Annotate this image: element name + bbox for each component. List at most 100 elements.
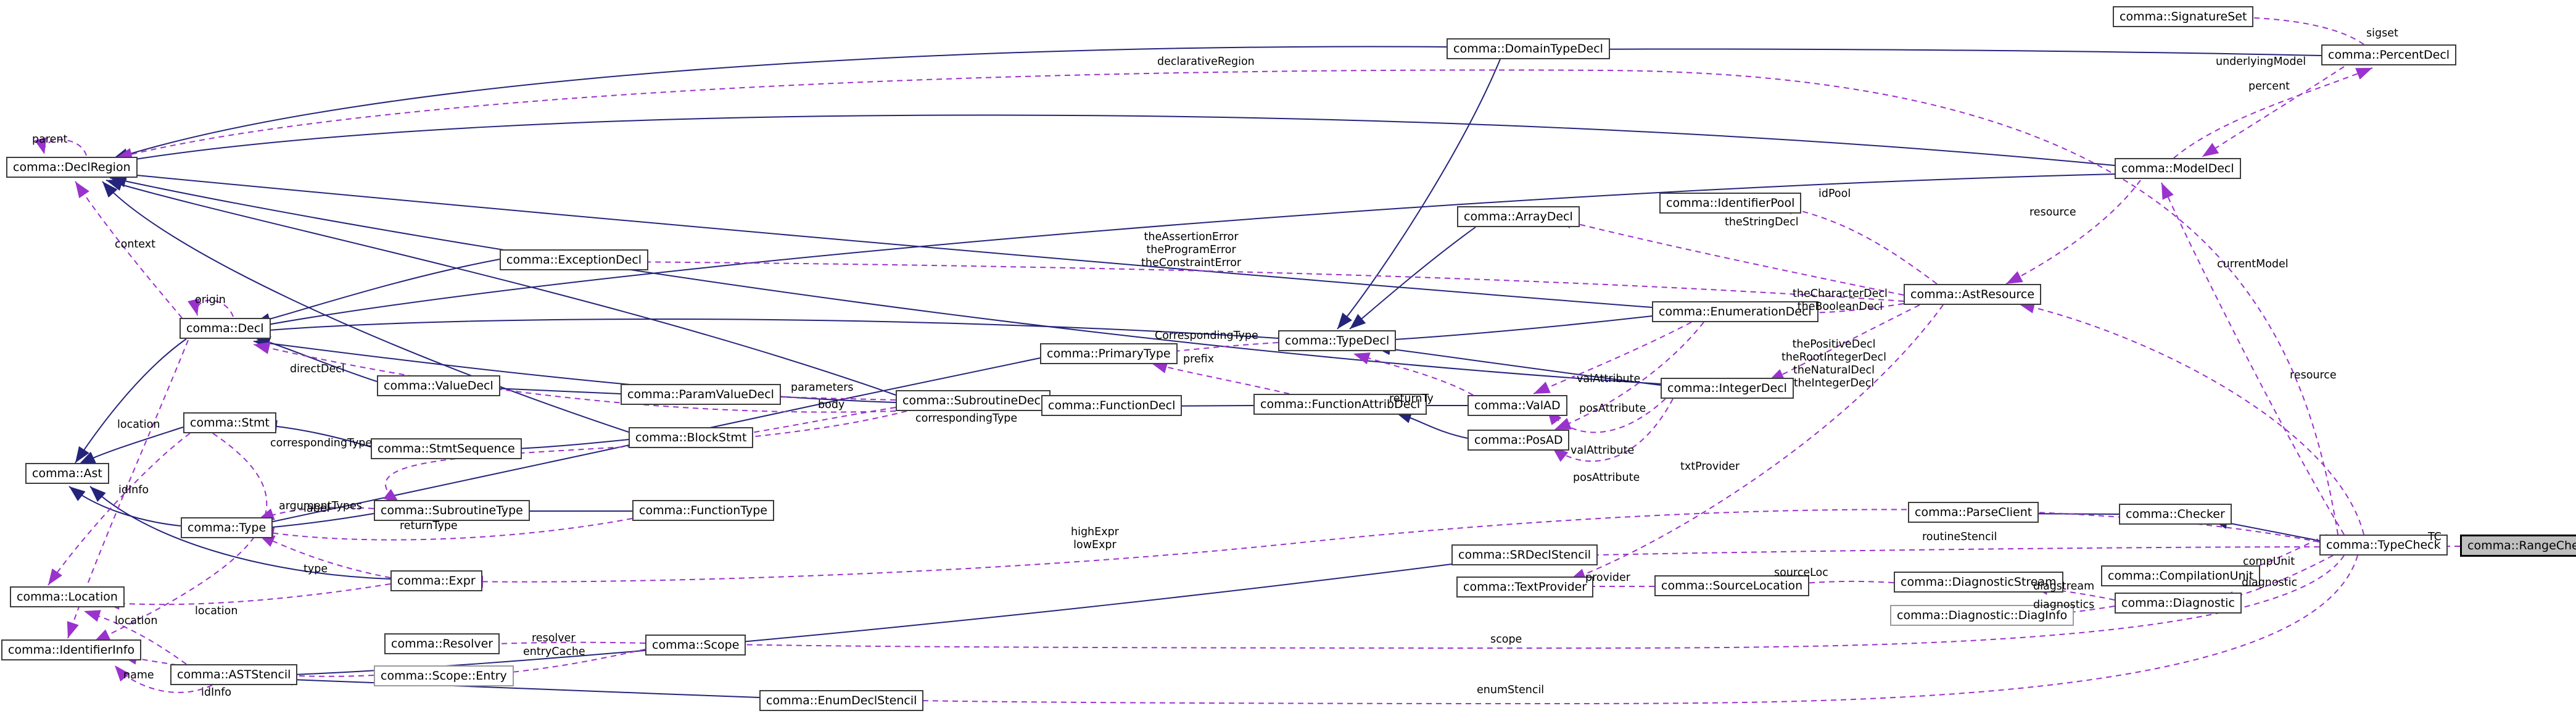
class-node-signatureset[interactable]: comma::SignatureSet — [2113, 6, 2254, 27]
edge-label-scope: scope — [1490, 633, 1522, 646]
edge-label-returnTy: returnTy — [1389, 393, 1434, 405]
edge-label-txtProvider: txtProvider — [1680, 460, 1740, 473]
class-node-srdeclstencil[interactable]: comma::SRDeclStencil — [1451, 544, 1598, 565]
edge-label-context: context — [115, 238, 155, 251]
edge-label-prefix: prefix — [1183, 353, 1215, 365]
edge-integerdecl-declregion — [109, 175, 1661, 385]
edge-type-ast — [68, 486, 181, 527]
edge-txtprovider — [1569, 304, 1944, 581]
class-node-posad[interactable]: comma::PosAD — [1468, 430, 1570, 451]
edge-label-enumStencil: enumStencil — [1477, 684, 1545, 696]
edge-enumstencil — [890, 555, 2358, 707]
edge-label-posAttribute-1: posAttribute — [1579, 402, 1646, 415]
class-node-aststencil[interactable]: comma::ASTStencil — [170, 664, 298, 685]
class-node-subroutinetype[interactable]: comma::SubroutineType — [374, 500, 530, 521]
class-node-typedecl[interactable]: comma::TypeDecl — [1278, 330, 1397, 351]
class-node-scope[interactable]: comma::Scope — [645, 635, 746, 656]
edge-valattribute-integer — [1546, 398, 1666, 433]
class-node-primarytype[interactable]: comma::PrimaryType — [1040, 343, 1178, 364]
edge-domaintypedecl-typedecl — [1337, 59, 1501, 330]
class-node-location[interactable]: comma::Location — [10, 586, 125, 607]
class-node-decl[interactable]: comma::Decl — [180, 318, 271, 339]
class-node-astresource[interactable]: comma::AstResource — [1904, 284, 2042, 305]
class-node-parseclient[interactable]: comma::ParseClient — [1908, 502, 2039, 523]
edge-label-provider: provider — [1585, 572, 1630, 584]
edge-label-origin: origin — [195, 294, 226, 306]
class-node-subroutinedecl[interactable]: comma::SubroutineDecl — [896, 390, 1051, 411]
edge-blockstmt-declregion — [102, 181, 629, 433]
class-node-textprovider[interactable]: comma::TextProvider — [1456, 577, 1594, 597]
edge-thestringdecl — [1555, 216, 1904, 296]
edge-label-valAttribute-1: valAttribute — [1577, 373, 1641, 385]
class-node-checker[interactable]: comma::Checker — [2119, 504, 2232, 525]
class-node-type[interactable]: comma::Type — [181, 517, 273, 538]
edge-label-TC: TC — [2428, 531, 2442, 543]
edge-context — [75, 181, 183, 318]
class-node-scopeentry[interactable]: comma::Scope::Entry — [374, 665, 514, 686]
class-node-enumerationdecl[interactable]: comma::EnumerationDecl — [1652, 301, 1818, 322]
class-node-diagnostic[interactable]: comma::Diagnostic — [2115, 593, 2242, 614]
edge-label-correspondingType-2: correspondingType — [270, 437, 373, 449]
class-node-functiondecl[interactable]: comma::FunctionDecl — [1041, 395, 1183, 416]
edge-origin-selfloop — [188, 298, 234, 317]
edge-modeldecl-declregion — [112, 114, 2115, 167]
class-node-valad[interactable]: comma::ValAD — [1468, 395, 1567, 416]
edge-label-directDecl: directDecl — [290, 363, 345, 375]
class-node-arraydecl[interactable]: comma::ArrayDecl — [1457, 206, 1580, 227]
class-node-identifierinfo[interactable]: comma::IdentifierInfo — [1, 639, 142, 660]
edge-posattribute-enum — [1554, 322, 1704, 430]
class-node-percentdecl[interactable]: comma::PercentDecl — [2321, 44, 2457, 65]
class-node-valuedecl[interactable]: comma::ValueDecl — [377, 375, 500, 396]
class-node-typecheck[interactable]: comma::TypeCheck — [2319, 535, 2448, 556]
class-node-enumdeclstencil[interactable]: comma::EnumDeclStencil — [759, 690, 924, 711]
edge-label-currentModel: currentModel — [2217, 258, 2289, 270]
edge-currentmodel — [2161, 182, 2345, 535]
class-node-paramvaluedecl[interactable]: comma::ParamValueDecl — [621, 384, 781, 405]
edge-label-underlyingModel: underlyingModel — [2216, 56, 2306, 68]
class-node-rangechecker: comma::RangeChecker — [2460, 535, 2576, 557]
edge-returnty — [1353, 352, 1474, 396]
edge-label-body: body — [818, 399, 845, 411]
edge-location-expr — [103, 583, 391, 610]
edge-sourceloc — [1782, 577, 1894, 590]
class-node-integerdecl[interactable]: comma::IntegerDecl — [1661, 378, 1794, 399]
edge-domaintypedecl-declregion — [112, 46, 1447, 160]
edge-percent — [2173, 67, 2373, 159]
class-node-ast[interactable]: comma::Ast — [25, 463, 109, 484]
edge-resource-model — [2005, 180, 2141, 285]
edge-label-resource-model: resource — [2029, 206, 2076, 219]
edge-label-integer-decls: thePositiveDecl theRootIntegerDecl theNa… — [1781, 338, 1887, 389]
edge-label-entryCache: entryCache — [523, 646, 585, 658]
class-node-expr[interactable]: comma::Expr — [390, 570, 482, 591]
edge-label-theStringDecl: theStringDecl — [1725, 216, 1799, 228]
class-node-domaintypedecl[interactable]: comma::DomainTypeDecl — [1447, 38, 1610, 59]
class-node-declregion[interactable]: comma::DeclRegion — [6, 157, 138, 178]
class-node-identifierpool[interactable]: comma::IdentifierPool — [1659, 193, 1802, 214]
edge-label-CorrespondingType: CorrespondingType — [1155, 330, 1258, 342]
edge-label-location-stmt: location — [117, 418, 160, 431]
edge-primarytype-type — [252, 357, 1041, 529]
edge-label-diagnostics: diagnostics — [2033, 599, 2095, 611]
class-node-functiontype[interactable]: comma::FunctionType — [632, 500, 774, 521]
edge-label-exception-errors: theAssertionError theProgramError theCon… — [1141, 231, 1242, 269]
edge-subroutinedecl-declregion — [105, 178, 896, 396]
class-node-exceptiondecl[interactable]: comma::ExceptionDecl — [500, 249, 649, 270]
edge-label-valAttribute-2: valAttribute — [1571, 444, 1635, 457]
class-node-blockstmt[interactable]: comma::BlockStmt — [629, 427, 754, 448]
edge-directdecl — [253, 342, 896, 413]
class-node-compilationunit[interactable]: comma::CompilationUnit — [2101, 565, 2261, 586]
class-node-stmt[interactable]: comma::Stmt — [183, 412, 277, 433]
edge-label-diagnostic: diagnostic — [2242, 577, 2298, 589]
class-node-modeldecl[interactable]: comma::ModelDecl — [2115, 158, 2241, 179]
class-node-resolver[interactable]: comma::Resolver — [384, 633, 500, 654]
edge-underlyingmodel — [2202, 66, 2345, 157]
edge-enumdeclstencil-aststencil — [276, 673, 760, 698]
edge-label — [93, 433, 268, 643]
edge-enumerationdecl-typedecl — [1374, 315, 1653, 346]
edge-label-idInfo-stencil: idInfo — [201, 686, 232, 699]
edge-posad-functionattribdecl — [1395, 411, 1468, 439]
edge-percentdecl-domaintypedecl — [1578, 43, 2322, 56]
edge-label-posAttribute-2: posAttribute — [1573, 472, 1640, 484]
class-node-stmtsequence[interactable]: comma::StmtSequence — [371, 438, 522, 459]
